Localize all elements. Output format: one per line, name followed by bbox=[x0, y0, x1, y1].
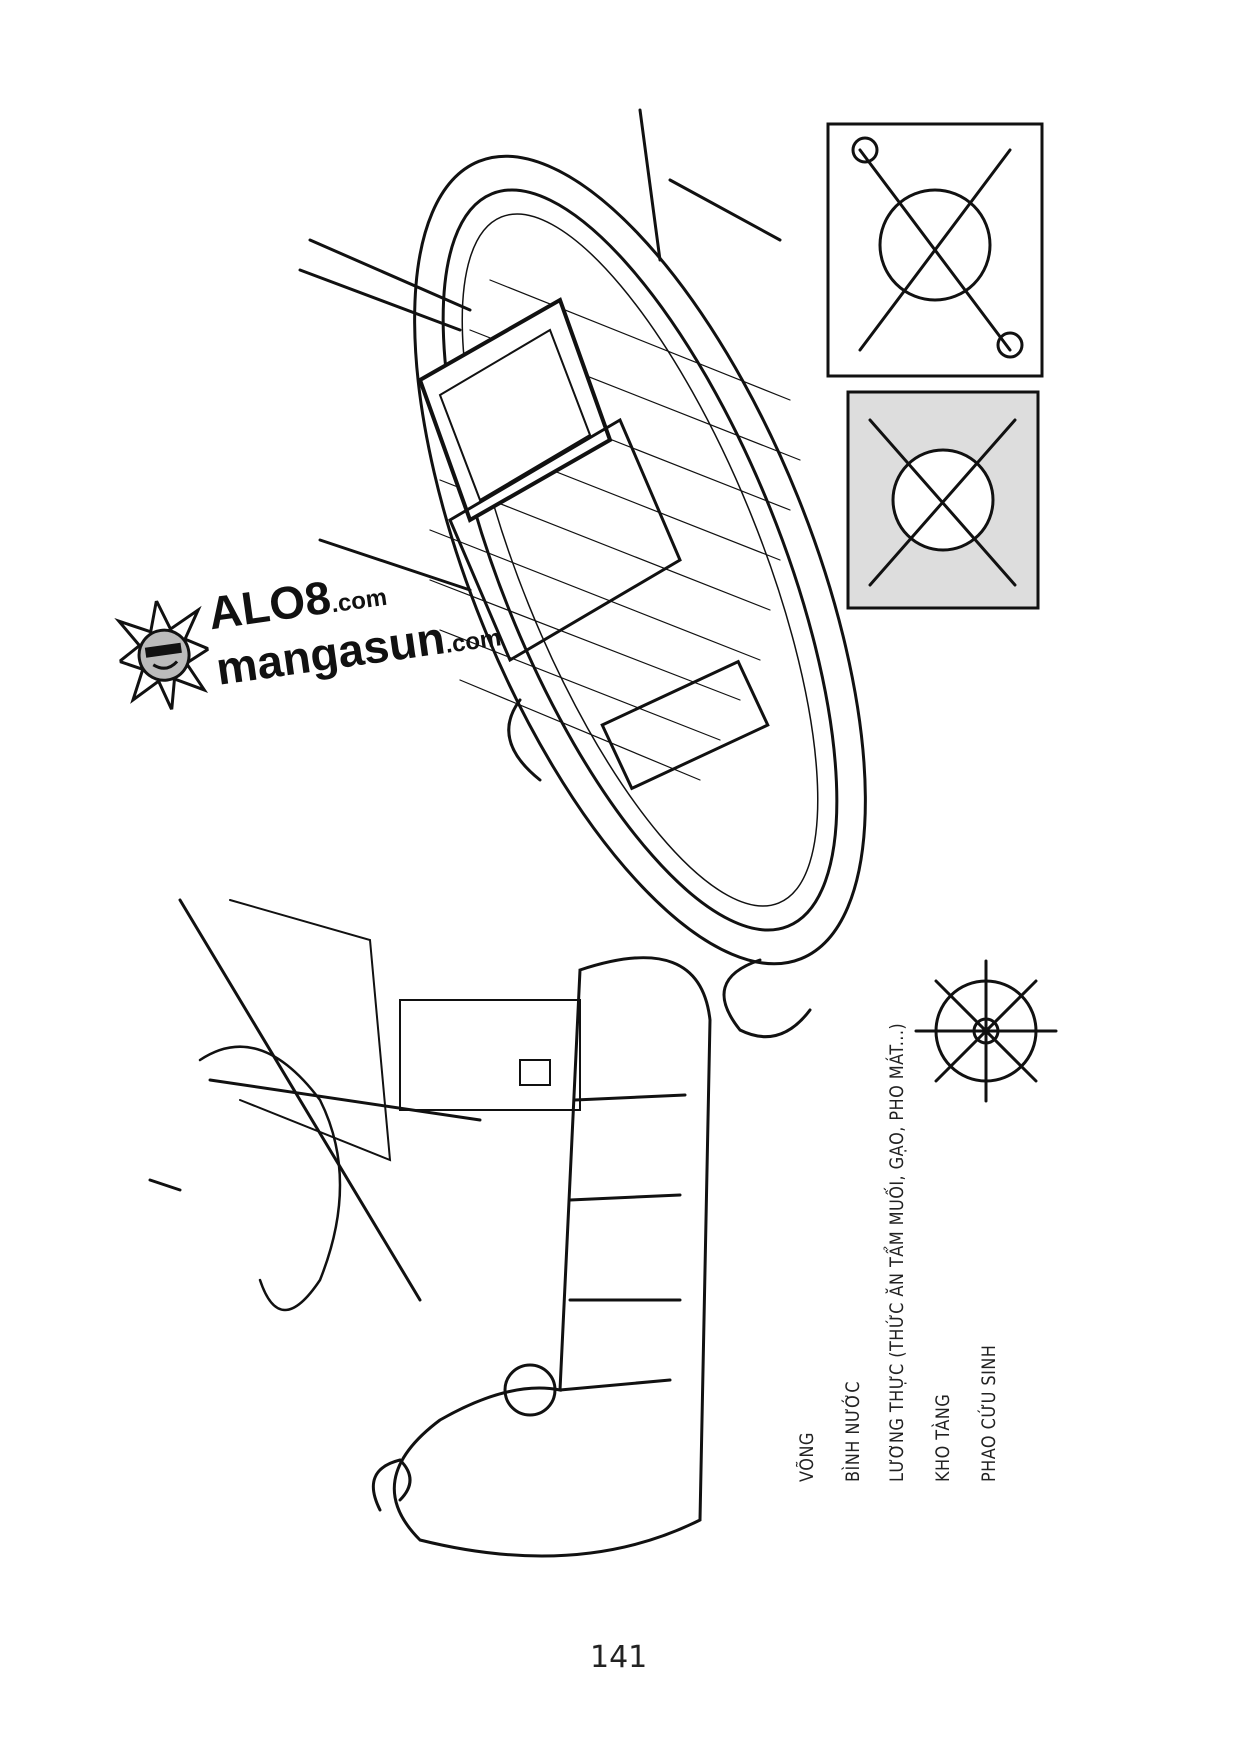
ship-side-view-sketch bbox=[148, 898, 712, 1558]
jolly-roger-flag-sketch-2 bbox=[846, 390, 1040, 610]
page-number: 141 bbox=[590, 1640, 648, 1675]
label-hammock: VÕNG bbox=[796, 1432, 818, 1482]
label-life-buoy: PHAO CỨU SINH bbox=[978, 1344, 1000, 1482]
label-provisions: LƯƠNG THỰC (THỨC ĂN TẨM MUỐI, GẠO, PHO M… bbox=[886, 1022, 908, 1482]
jolly-roger-flag-sketch-1 bbox=[826, 122, 1044, 378]
sun-icon bbox=[114, 596, 212, 716]
label-water-bottle: BÌNH NƯỚC bbox=[842, 1381, 864, 1482]
watermark-logo: ALO8.com mangasun.com bbox=[111, 549, 505, 726]
ship-top-view-sketch bbox=[298, 108, 867, 1039]
label-treasure-store: KHO TÀNG bbox=[932, 1393, 954, 1482]
ships-wheel-sketch bbox=[914, 959, 1058, 1103]
